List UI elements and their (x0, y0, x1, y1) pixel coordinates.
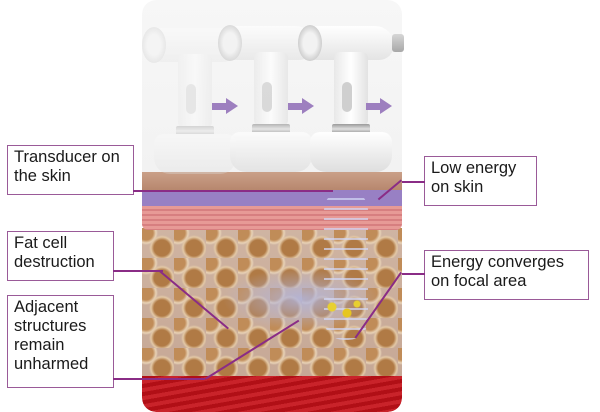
label-low-energy: Low energy on skin (424, 156, 537, 206)
leader-line-converges (402, 273, 425, 275)
muscle-layer (142, 376, 402, 412)
label-adjacent-structures: Adjacent structures remain unharmed (7, 295, 114, 388)
label-text: remain (14, 336, 65, 354)
label-text: Fat cell (14, 234, 68, 252)
arrow-right-icon (366, 98, 392, 114)
label-text: Adjacent (14, 298, 79, 316)
label-text: Transducer on (14, 148, 120, 166)
arrow-right-icon (212, 98, 238, 114)
label-text: the skin (14, 167, 71, 185)
arrow-right-icon (288, 98, 314, 114)
leader-line-transducer (133, 190, 333, 192)
label-fat-cell-destruction: Fat cell destruction (7, 231, 114, 281)
label-energy-converges: Energy converges on focal area (424, 250, 589, 300)
label-text: structures (14, 317, 87, 335)
epidermis-layer (142, 172, 402, 190)
leader-line-low-energy (402, 181, 425, 183)
leader-line-fat-cell (113, 270, 163, 272)
label-text: Low energy (431, 159, 517, 177)
label-text: Energy converges (431, 253, 564, 271)
label-transducer: Transducer on the skin (7, 145, 134, 195)
leader-line-adjacent (113, 378, 205, 380)
destroyed-fat-cells (317, 295, 367, 325)
label-text: on skin (431, 178, 484, 196)
label-text: on focal area (431, 272, 527, 290)
label-text: destruction (14, 253, 95, 271)
label-text: unharmed (14, 355, 89, 373)
